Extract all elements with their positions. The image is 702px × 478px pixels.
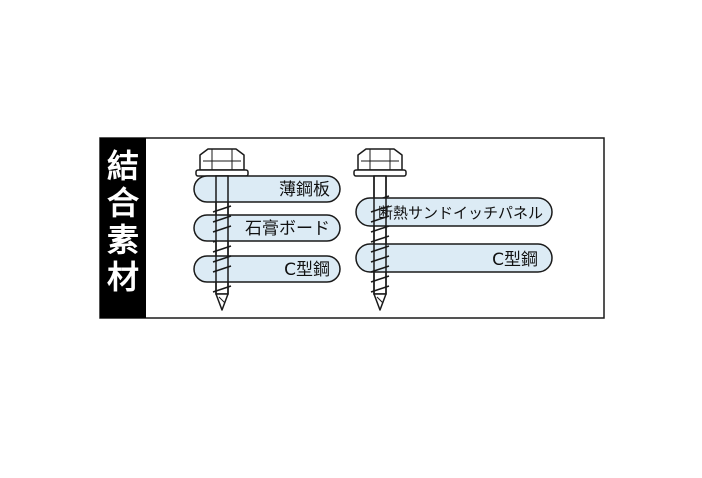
side-label-char: 結 — [107, 147, 139, 185]
screw-right-shaft — [373, 175, 387, 295]
diagram-frame — [99, 137, 605, 319]
side-label-char: 材 — [107, 258, 139, 296]
material-right-2-label: C型鋼 — [492, 250, 538, 270]
screw-left-overlay — [212, 176, 232, 294]
material-left-1-label: 薄鋼板 — [279, 180, 330, 200]
side-label-panel — [100, 138, 146, 318]
screw-right-tip — [373, 293, 387, 311]
side-label-char: 素 — [107, 221, 139, 259]
screw-right-overlay — [370, 176, 390, 294]
material-left-2: 石膏ボード — [193, 214, 341, 242]
material-right-1-label: 断熱サンドイッチパネル — [378, 204, 543, 222]
screw-right-washer — [353, 169, 407, 177]
material-right-2: C型鋼 — [355, 243, 553, 273]
screw-left-head — [199, 148, 245, 171]
material-right-1: 断熱サンドイッチパネル — [355, 197, 553, 227]
side-label-char: 合 — [107, 184, 139, 222]
material-left-3-label: C型鋼 — [284, 260, 330, 280]
material-left-1: 薄鋼板 — [193, 175, 341, 203]
material-left-3: C型鋼 — [193, 255, 341, 283]
screw-right-head — [357, 148, 403, 171]
material-left-2-label: 石膏ボード — [245, 218, 330, 239]
screw-left-washer — [195, 169, 249, 177]
screw-left-tip — [215, 293, 229, 311]
